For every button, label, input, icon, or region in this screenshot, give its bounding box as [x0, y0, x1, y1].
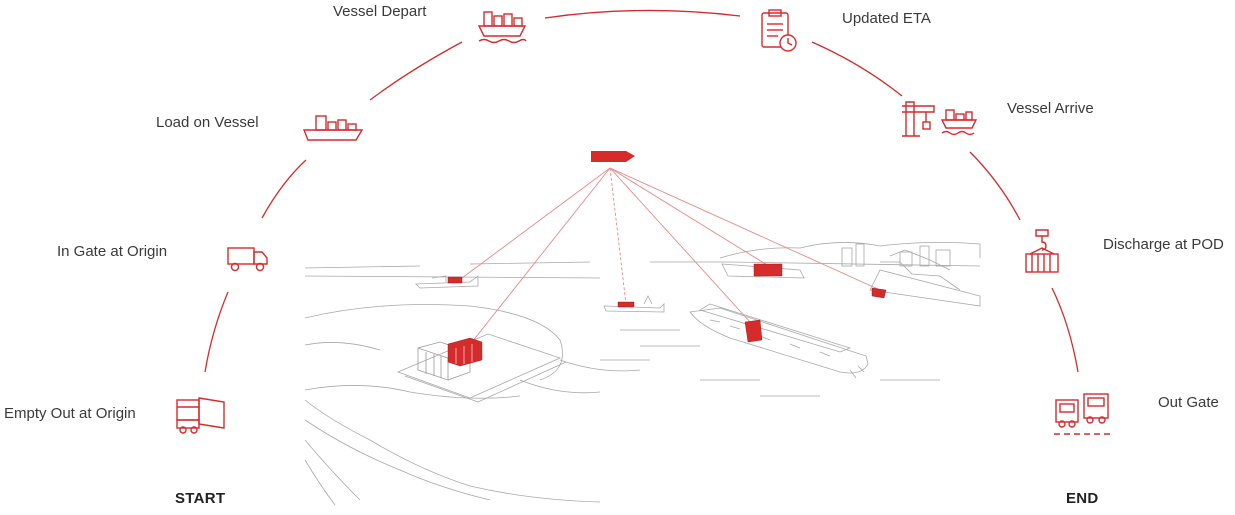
end-label: END — [1066, 490, 1099, 507]
ship-on-waves-icon — [477, 11, 527, 44]
clipboard-clock-icon — [761, 9, 797, 52]
harbor-sketch — [304, 242, 981, 506]
start-label: START — [175, 490, 226, 507]
port-crane-ship-icon — [902, 101, 978, 137]
tracked-containers — [447, 263, 887, 367]
stage-label-out-gate: Out Gate — [1158, 394, 1219, 411]
stage-label-load-on-vessel: Load on Vessel — [156, 114, 259, 131]
two-trucks-icon — [1054, 393, 1110, 435]
journey-arc — [204, 9, 1079, 373]
stage-label-discharge-at-pod: Discharge at POD — [1103, 236, 1224, 253]
stage-label-in-gate-at-origin: In Gate at Origin — [57, 243, 168, 260]
stage-label-updated-eta: Updated ETA — [842, 10, 931, 27]
stage-label-empty-out-at-origin: Empty Out at Origin — [4, 405, 136, 422]
signal-lines — [461, 167, 881, 343]
cargo-ship-icon — [302, 115, 364, 141]
stage-label-vessel-arrive: Vessel Arrive — [1007, 100, 1094, 117]
tracker-beacon — [591, 151, 635, 162]
container-truck-icon — [176, 397, 225, 434]
stage-label-vessel-depart: Vessel Depart — [333, 3, 427, 20]
crane-hook-container-icon — [1025, 229, 1059, 273]
delivery-truck-icon — [227, 247, 268, 272]
